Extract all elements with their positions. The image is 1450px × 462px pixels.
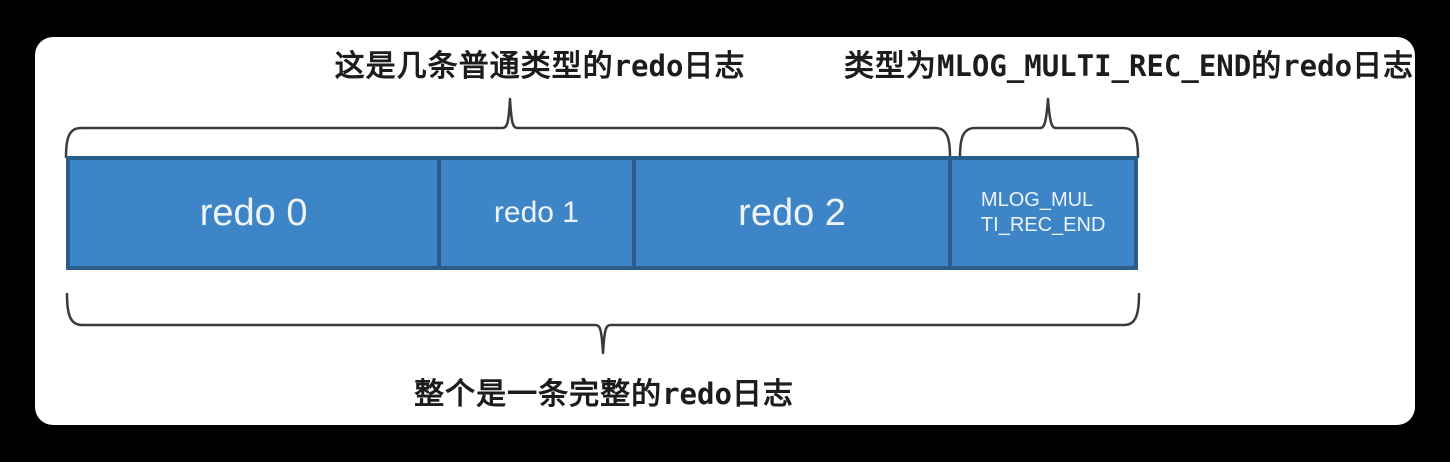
annotation-text: 类型为 — [843, 50, 937, 83]
brace-complete-redo-log — [65, 292, 1141, 355]
segment-mlog-multi-rec-end: MLOG_MUL TI_REC_END — [952, 160, 1134, 266]
segment-label: redo 0 — [199, 191, 308, 234]
annotation-text: 的 — [1251, 50, 1283, 83]
annotation-normal-redo-records: 这是几条普通类型的redo日志 — [335, 47, 746, 86]
annotation-text: 日志 — [731, 378, 794, 411]
redo-log-bar: redo 0 redo 1 redo 2 MLOG_MUL TI_REC_END — [66, 156, 1138, 270]
segment-label-line: MLOG_MUL — [980, 189, 1094, 211]
annotation-text: 日志 — [683, 50, 746, 83]
annotation-text: 整个是一条完整的 — [414, 378, 663, 411]
segment-label: redo 1 — [493, 196, 579, 229]
brace-mlog-record — [958, 97, 1140, 159]
segment-label: MLOG_MUL TI_REC_END — [981, 188, 1105, 238]
annotation-code-text: MLOG_MULTI_REC_END — [936, 49, 1252, 83]
segment-redo-0: redo 0 — [70, 160, 442, 266]
segment-label-line: TI_REC_END — [980, 214, 1106, 236]
annotation-complete-redo-log: 整个是一条完整的redo日志 — [414, 375, 794, 414]
diagram-card: 这是几条普通类型的redo日志 类型为MLOG_MULTI_REC_END的re… — [35, 37, 1415, 425]
segment-redo-2: redo 2 — [635, 160, 953, 266]
annotation-mlog-multi-rec-end: 类型为MLOG_MULTI_REC_END的redo日志 — [844, 47, 1414, 86]
segment-redo-1: redo 1 — [441, 160, 636, 266]
annotation-text: 日志 — [1352, 50, 1415, 83]
annotation-code-text: redo — [613, 49, 684, 83]
annotation-code-text: redo — [1282, 49, 1353, 83]
brace-normal-redo-group — [64, 97, 952, 159]
annotation-code-text: redo — [662, 377, 732, 411]
annotation-text: 这是几条普通类型的 — [334, 50, 614, 83]
segment-label: redo 2 — [738, 191, 846, 234]
